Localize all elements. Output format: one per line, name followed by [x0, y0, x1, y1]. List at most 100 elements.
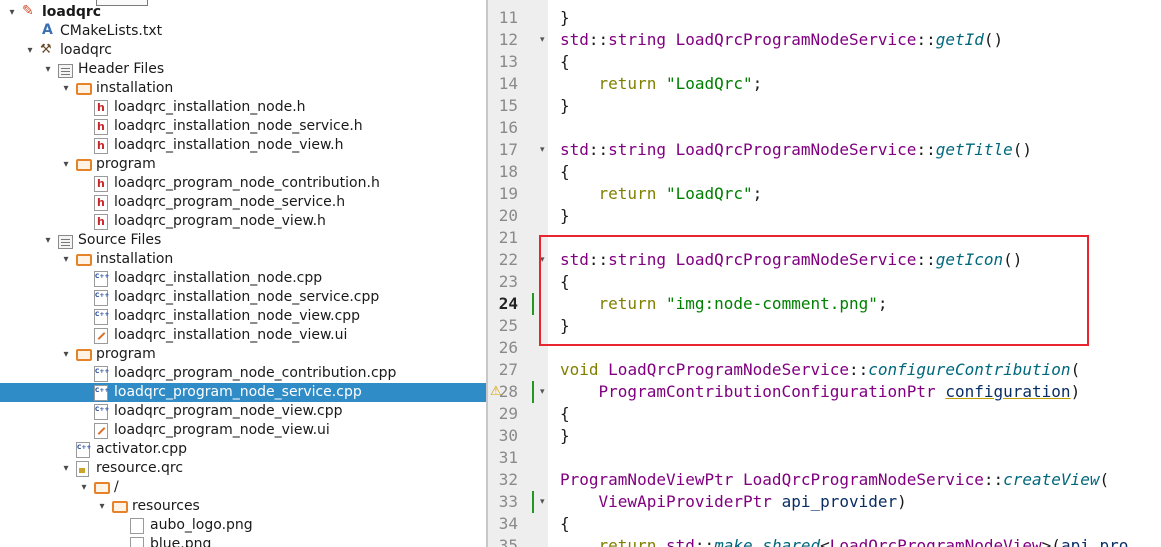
tree-item[interactable]: CMakeLists.txt	[0, 21, 486, 41]
expand-arrow-icon[interactable]: ▾	[45, 235, 51, 246]
tree-item[interactable]: loadqrc_installation_node_view.h	[0, 136, 486, 155]
tree-item[interactable]: loadqrc_installation_node_view.cpp	[0, 307, 486, 326]
code-token: string	[608, 30, 666, 49]
tree-item[interactable]: ▾loadqrc	[0, 2, 486, 22]
expand-arrow-icon[interactable]: ▾	[63, 83, 69, 94]
line-number: 19	[498, 184, 518, 203]
code-line[interactable]: return "LoadQrc";	[560, 73, 763, 95]
tree-item[interactable]: ▾program	[0, 345, 486, 364]
tree-item[interactable]: activator.cpp	[0, 440, 486, 459]
tree-item[interactable]: ▾resources	[0, 497, 486, 516]
code-line[interactable]: {	[560, 271, 570, 293]
tree-item[interactable]: loadqrc_program_node_service.h	[0, 193, 486, 212]
tree-item[interactable]: ▾/	[0, 478, 486, 497]
code-line[interactable]: {	[560, 161, 570, 183]
expand-arrow-icon[interactable]: ▾	[27, 45, 33, 56]
code-token: ()	[1012, 140, 1033, 159]
tree-item[interactable]: loadqrc_program_node_view.h	[0, 212, 486, 231]
tree-item[interactable]: loadqrc_installation_node_service.cpp	[0, 288, 486, 307]
line-number: 22	[498, 250, 518, 269]
project-tree[interactable]: ▾loadqrcCMakeLists.txt▾loadqrc▾Header Fi…	[0, 0, 486, 547]
code-line[interactable]: return "LoadQrc";	[560, 183, 763, 205]
code-line[interactable]: std::string LoadQrcProgramNodeService::g…	[560, 139, 1032, 161]
code-line[interactable]: {	[560, 403, 570, 425]
code-line[interactable]: void LoadQrcProgramNodeService::configur…	[560, 359, 1080, 381]
cmake-file-icon	[40, 21, 56, 40]
tree-item-label: aubo_logo.png	[150, 517, 253, 533]
fold-marker-icon[interactable]: ▾	[540, 35, 545, 45]
tree-item[interactable]: ▾loadqrc	[0, 40, 486, 60]
folder-icon	[76, 254, 92, 266]
code-token: std	[560, 250, 589, 269]
tree-item[interactable]: loadqrc_installation_node_view.ui	[0, 326, 486, 345]
cpp-file-icon	[94, 366, 109, 382]
tree-item[interactable]: loadqrc_program_node_view.ui	[0, 421, 486, 440]
collapsed-header-fragment	[96, 0, 148, 6]
tree-item-label: loadqrc_program_node_service.h	[114, 194, 346, 210]
code-token: ProgramNodeViewPtr	[560, 470, 734, 489]
fold-marker-icon[interactable]: ▾	[540, 255, 545, 265]
code-line[interactable]: }	[560, 7, 570, 29]
code-token	[772, 492, 782, 511]
header-file-icon	[94, 212, 108, 231]
code-token: <	[820, 536, 830, 547]
tree-item[interactable]: ▾installation	[0, 79, 486, 98]
code-token: >(	[1041, 536, 1061, 547]
project-icon	[22, 2, 38, 21]
folder-icon	[112, 501, 128, 513]
code-token: getId	[935, 30, 984, 49]
fold-marker-icon[interactable]: ▾	[540, 497, 545, 507]
tree-item[interactable]: loadqrc_installation_node.h	[0, 98, 486, 117]
code-token: ::	[916, 140, 936, 159]
code-line[interactable]: std::string LoadQrcProgramNodeService::g…	[560, 29, 1003, 51]
expand-arrow-icon[interactable]: ▾	[63, 159, 69, 170]
code-line[interactable]: return "img:node-comment.png";	[560, 293, 888, 315]
code-line[interactable]: ProgramNodeViewPtr LoadQrcProgramNodeSer…	[560, 469, 1109, 491]
expand-arrow-icon[interactable]: ▾	[63, 349, 69, 360]
tree-item[interactable]: ▾installation	[0, 250, 486, 269]
code-token	[666, 140, 676, 159]
tree-item[interactable]: ▾Source Files	[0, 231, 486, 250]
code-line[interactable]: ViewApiProviderPtr api_provider)	[560, 491, 907, 513]
tree-item[interactable]: ▾program	[0, 155, 486, 174]
expand-arrow-icon[interactable]: ▾	[63, 463, 69, 474]
warning-icon[interactable]: ⚠	[490, 384, 502, 399]
code-line[interactable]: }	[560, 425, 570, 447]
tree-item-label: blue.png	[150, 536, 212, 547]
expand-arrow-icon[interactable]: ▾	[63, 254, 69, 265]
tree-item[interactable]: loadqrc_program_node_view.cpp	[0, 402, 486, 421]
expand-arrow-icon[interactable]: ▾	[9, 7, 15, 18]
code-line[interactable]: return std::make_shared<LoadQrcProgramNo…	[560, 535, 1129, 547]
fold-marker-icon[interactable]: ▾	[540, 145, 545, 155]
tree-item[interactable]: loadqrc_program_node_service.cpp	[0, 383, 486, 402]
code-line[interactable]: }	[560, 315, 570, 337]
expand-arrow-icon[interactable]: ▾	[81, 482, 87, 493]
fold-marker-icon[interactable]: ▾	[540, 387, 545, 397]
pane-splitter[interactable]	[486, 0, 488, 547]
line-number: 14	[498, 74, 518, 93]
tree-item[interactable]: loadqrc_installation_node.cpp	[0, 269, 486, 288]
tree-item[interactable]: loadqrc_program_node_contribution.h	[0, 174, 486, 193]
code-line[interactable]: {	[560, 51, 570, 73]
tree-item[interactable]: loadqrc_installation_node_service.h	[0, 117, 486, 136]
tree-item[interactable]: ▾Header Files	[0, 60, 486, 79]
code-line[interactable]: }	[560, 95, 570, 117]
expand-arrow-icon[interactable]: ▾	[99, 501, 105, 512]
code-line[interactable]: }	[560, 205, 570, 227]
tree-item[interactable]: aubo_logo.png	[0, 516, 486, 535]
code-token: ::	[916, 250, 936, 269]
code-line[interactable]: {	[560, 513, 570, 535]
code-token: }	[560, 316, 570, 335]
code-line[interactable]: ProgramContributionConfigurationPtr conf…	[560, 381, 1081, 403]
tree-item-label: loadqrc_program_node_contribution.h	[114, 175, 380, 191]
cpp-file-icon	[94, 290, 109, 306]
tree-item[interactable]: ▾resource.qrc	[0, 459, 486, 478]
code-line[interactable]: std::string LoadQrcProgramNodeService::g…	[560, 249, 1022, 271]
tree-item[interactable]: blue.png	[0, 535, 486, 547]
code-token: "LoadQrc"	[665, 74, 753, 93]
tree-item[interactable]: loadqrc_program_node_contribution.cpp	[0, 364, 486, 383]
code-token: (	[1070, 360, 1081, 379]
expand-arrow-icon[interactable]: ▾	[45, 64, 51, 75]
code-token: LoadQrcProgramNodeService	[675, 30, 917, 49]
